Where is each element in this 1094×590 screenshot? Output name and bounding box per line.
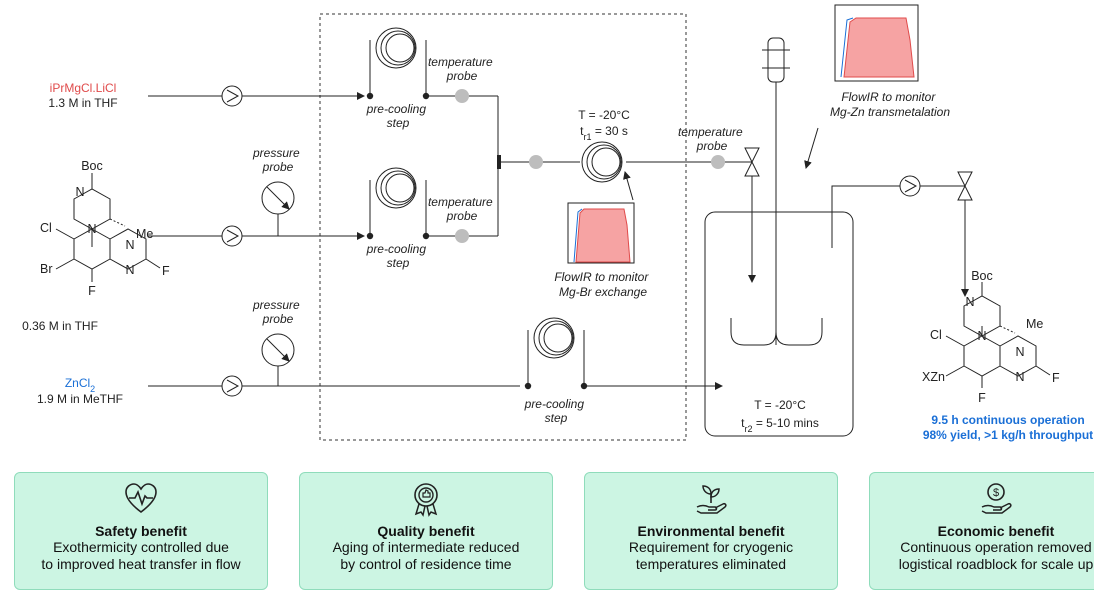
pre-cooling-coil-3 <box>524 317 588 390</box>
temperature-probe-dot-2 <box>455 229 469 243</box>
benefit-card-quality: Quality benefit Aging of intermediate re… <box>299 472 553 590</box>
svg-text:F: F <box>1052 371 1060 385</box>
benefit-card-safety: Safety benefit Exothermicity controlled … <box>14 472 268 590</box>
batch-vessel <box>704 211 854 437</box>
svg-text:Boc: Boc <box>971 269 993 283</box>
dashed-flow-module-box <box>319 13 687 441</box>
svg-text:N: N <box>1015 370 1024 384</box>
temperature-probe-dot-4 <box>711 155 725 169</box>
svg-text:Br: Br <box>40 262 53 276</box>
flowir-transmetalation-label: FlowIR to monitor Mg-Zn transmetalation <box>830 90 950 119</box>
valve-icon-1 <box>744 147 760 177</box>
flowir-transmetalation-spectrum <box>834 4 919 82</box>
substrate-molecule <box>55 173 161 282</box>
zinc-reagent-name: ZnCl2 <box>65 376 95 394</box>
flow-process-diagram: iPrMgCl.LiCl 1.3 M in THF 0.36 M in THF … <box>22 4 1093 442</box>
pump-icon-2 <box>221 225 243 247</box>
benefit-title: Economic benefit <box>937 523 1055 539</box>
benefit-description: Requirement for cryogenic temperatures e… <box>628 539 794 572</box>
temperature-probe-label-1: temperature probe <box>428 55 496 83</box>
benefit-description: Exothermicity controlled due to improved… <box>41 539 241 572</box>
vessel-residence-time: tr2 = 5-10 mins <box>741 416 819 434</box>
pre-cooling-label-3: pre-cooling step <box>524 397 588 425</box>
result-line-2: 98% yield, >1 kg/h throughput <box>923 428 1093 442</box>
substrate-atom-labels: Boc N N Me N N F Cl Br F <box>40 159 170 298</box>
svg-text:F: F <box>978 391 986 405</box>
pressure-gauge-icon-1 <box>261 181 295 236</box>
svg-text:Me: Me <box>1026 317 1043 331</box>
pump-icon-3 <box>221 375 243 397</box>
pump-icon-4 <box>899 175 921 197</box>
svg-text:N: N <box>977 329 986 343</box>
temperature-probe-label-3: temperature probe <box>678 125 746 153</box>
svg-text:N: N <box>75 185 84 199</box>
svg-text:Cl: Cl <box>40 221 52 235</box>
stirrer-motor-icon <box>762 37 790 345</box>
substrate-conc: 0.36 M in THF <box>22 319 98 333</box>
benefit-title: Quality benefit <box>377 523 475 539</box>
product-atom-labels: Boc N N Me N N F Cl XZn F <box>922 269 1060 405</box>
result-line-1: 9.5 h continuous operation <box>931 413 1084 427</box>
benefit-description: Aging of intermediate reduced by control… <box>332 539 520 572</box>
temperature-probe-dot-1 <box>455 89 469 103</box>
reactor1-residence-time: tr1 = 30 s <box>580 124 628 142</box>
pre-cooling-coil-1 <box>366 27 430 100</box>
zinc-reagent-conc: 1.9 M in MeTHF <box>37 392 123 406</box>
reactor-coil-1 <box>581 141 623 183</box>
svg-text:N: N <box>87 222 96 236</box>
money-hand-icon: $ <box>981 483 1012 514</box>
svg-text:F: F <box>88 284 96 298</box>
pre-cooling-label-2: pre-cooling step <box>366 242 430 270</box>
svg-text:F: F <box>162 264 170 278</box>
svg-text:N: N <box>125 238 134 252</box>
flowir-exchange-spectrum <box>567 202 635 264</box>
pressure-gauge-icon-2 <box>261 333 295 386</box>
pre-cooling-coil-2 <box>366 167 430 240</box>
pump-icon-1 <box>221 85 243 107</box>
product-molecule <box>945 282 1051 388</box>
temperature-probe-label-2: temperature probe <box>428 195 496 223</box>
vessel-temperature: T = -20°C <box>754 398 806 412</box>
grignard-reagent-conc: 1.3 M in THF <box>48 96 117 110</box>
quality-badge-icon <box>414 483 438 517</box>
grignard-reagent-name: iPrMgCl.LiCl <box>50 81 117 95</box>
svg-text:N: N <box>965 295 974 309</box>
svg-text:$: $ <box>993 487 999 499</box>
benefit-card-environmental: Environmental benefit Requirement for cr… <box>584 472 838 590</box>
benefit-title: Environmental benefit <box>637 523 785 539</box>
heart-pulse-icon <box>125 483 157 514</box>
pre-cooling-label-1: pre-cooling step <box>366 102 430 130</box>
benefit-title: Safety benefit <box>95 523 187 539</box>
svg-text:N: N <box>125 263 134 277</box>
valve-icon-2 <box>957 171 973 201</box>
svg-text:Boc: Boc <box>81 159 103 173</box>
svg-text:Cl: Cl <box>930 328 942 342</box>
temperature-probe-dot-3 <box>529 155 543 169</box>
pressure-probe-label-1: pressure probe <box>252 146 303 174</box>
svg-text:N: N <box>1015 345 1024 359</box>
svg-text:Me: Me <box>136 227 153 241</box>
t-mixer <box>497 155 501 169</box>
plant-hand-icon <box>696 485 727 514</box>
benefit-card-economic: $ Economic benefit Continuous operation … <box>869 472 1094 590</box>
flowir-exchange-label: FlowIR to monitor Mg-Br exchange <box>554 270 651 299</box>
pressure-probe-label-2: pressure probe <box>252 298 303 326</box>
svg-text:XZn: XZn <box>922 370 945 384</box>
benefit-description: Continuous operation removed logistical … <box>898 539 1094 572</box>
reactor1-temperature: T = -20°C <box>578 108 630 122</box>
